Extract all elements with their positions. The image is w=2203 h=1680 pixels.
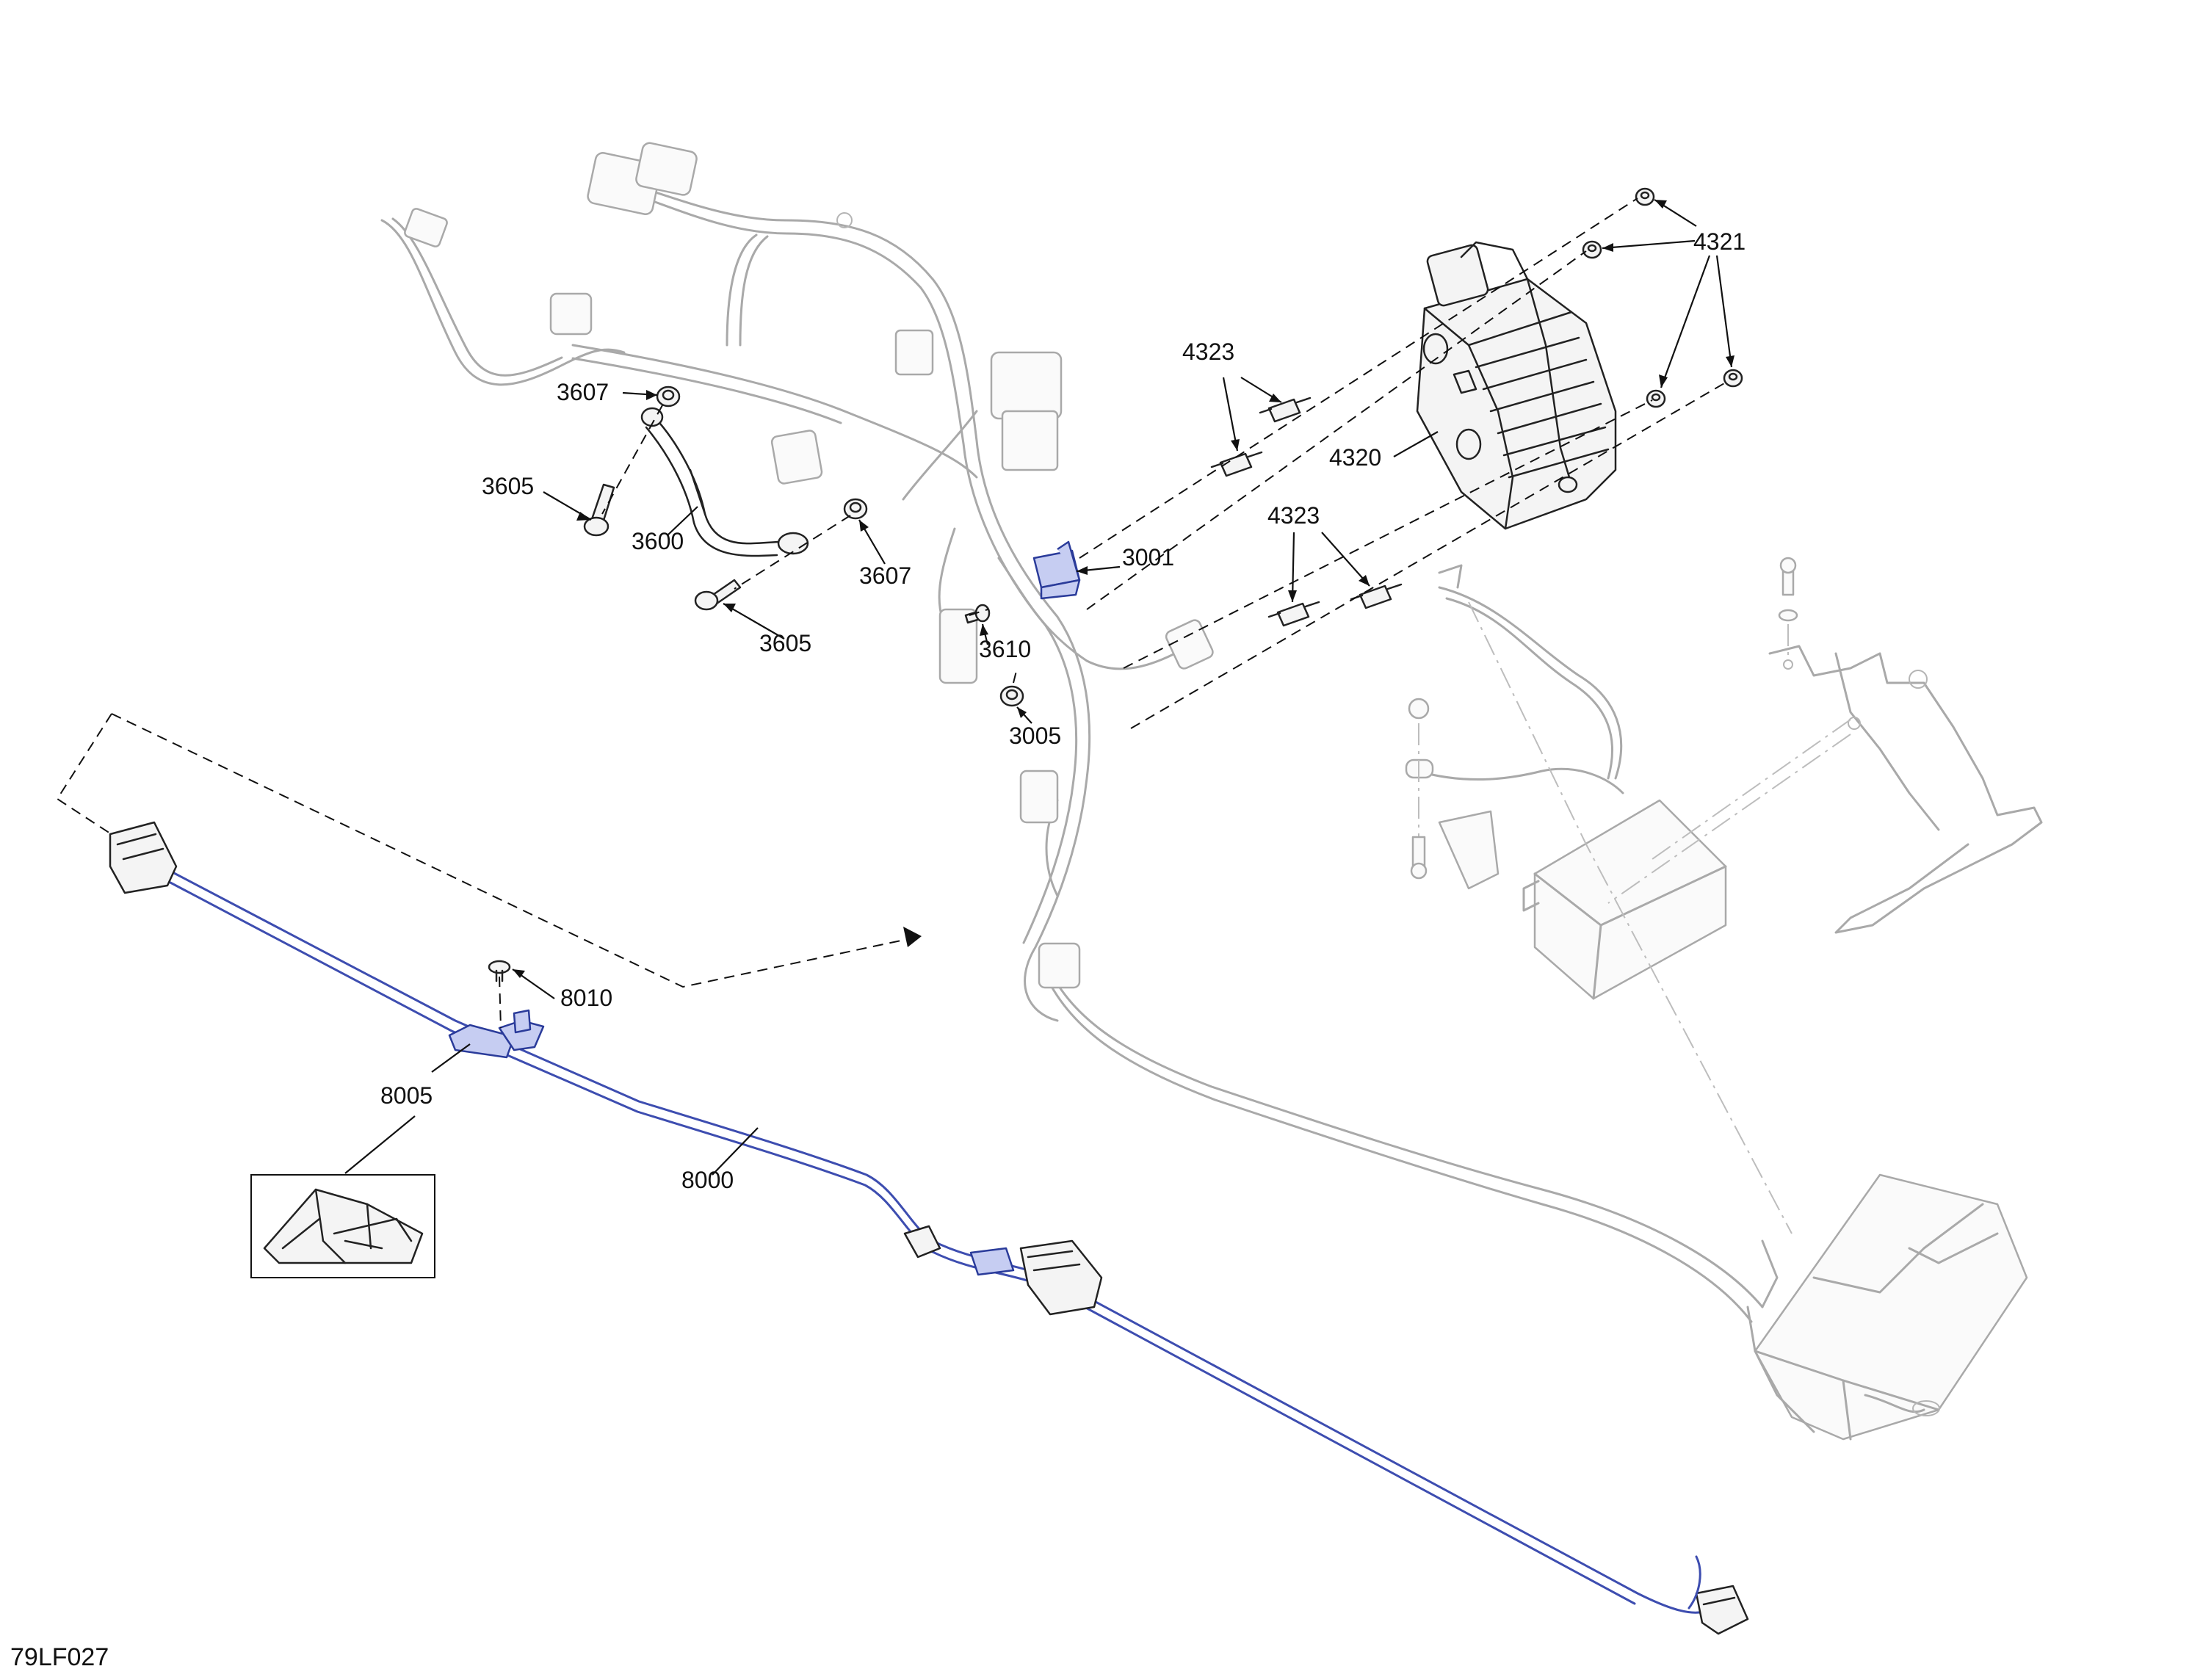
- figure-id: 79LF027: [10, 1643, 109, 1671]
- nut-4321-b: [1582, 240, 1602, 259]
- alignment-lines: [56, 198, 1730, 1029]
- callout-3610: 3610: [979, 636, 1031, 662]
- nut-4321-a: [1635, 187, 1655, 206]
- ground-cable-3600: [640, 407, 809, 557]
- wiring-harness-8000: [109, 821, 1749, 1635]
- callout-8010: 8010: [560, 985, 612, 1011]
- nut-4321-c: [1646, 389, 1666, 408]
- callout-labels: 3607 3605 3600 3607 3605 3610 3005 3001 …: [10, 228, 1746, 1671]
- nut-3005: [999, 685, 1024, 707]
- callout-4323-top: 4323: [1182, 338, 1234, 365]
- battery-assembly: [1405, 557, 2043, 1441]
- clip-8005: [448, 1009, 545, 1059]
- clip-detail-inset: [250, 1174, 435, 1278]
- callout-8005: 8005: [380, 1082, 433, 1109]
- callout-8000: 8000: [681, 1167, 734, 1193]
- bolt-3605-mid: [694, 579, 742, 611]
- callout-3607-top: 3607: [557, 379, 609, 405]
- callout-3005: 3005: [1009, 723, 1061, 749]
- relay-bracket-3001: [1032, 540, 1081, 600]
- bolt-3610: [964, 604, 991, 624]
- nut-3607-top: [656, 385, 681, 408]
- spacer-4323-top: [1210, 397, 1312, 477]
- nut-4321-d: [1723, 369, 1743, 388]
- bolt-3605-top: [583, 483, 615, 537]
- callout-3600: 3600: [632, 528, 684, 554]
- callout-4323-mid: 4323: [1267, 502, 1320, 529]
- push-rivet-8010: [488, 960, 511, 982]
- voltage-regulator-4320: [1416, 241, 1617, 530]
- leader-lines: [344, 199, 1734, 1176]
- callout-3605-mid: 3605: [759, 630, 811, 656]
- callout-3607-mid: 3607: [859, 562, 911, 589]
- nut-3607-mid: [843, 498, 868, 520]
- callout-4320: 4320: [1329, 444, 1381, 471]
- callout-3605-top: 3605: [482, 473, 534, 499]
- callout-3001: 3001: [1122, 544, 1174, 571]
- main-wiring-harness: [380, 142, 1764, 1323]
- callout-4321: 4321: [1693, 228, 1746, 255]
